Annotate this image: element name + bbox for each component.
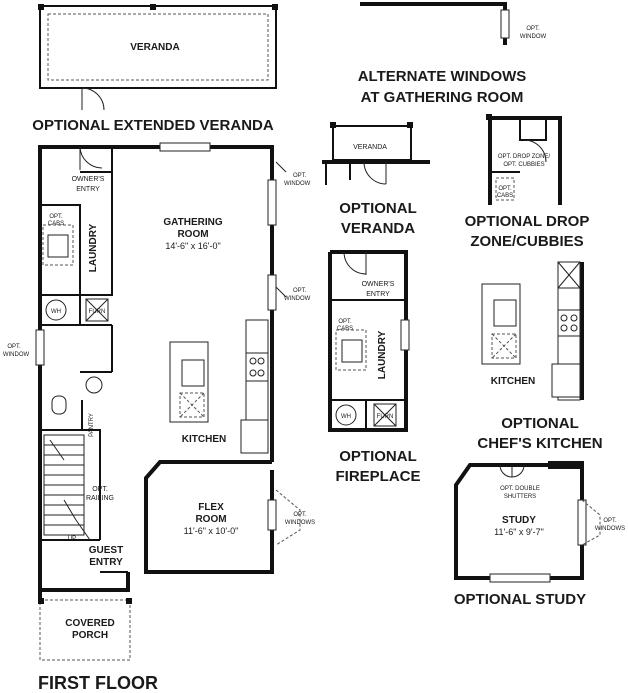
optional-veranda-title-2: VERANDA — [341, 220, 415, 237]
fireplace-opt-cabs-2: CABS — [337, 326, 353, 332]
guest-entry-label-2: ENTRY — [89, 557, 123, 568]
extended-veranda-plan: VERANDA — [38, 4, 278, 111]
owners-entry-label: OWNER'S — [72, 176, 105, 183]
door-swing-icon — [81, 87, 105, 111]
optional-drop-zone-title-2: ZONE/CUBBIES — [470, 233, 583, 250]
up-label: UP — [68, 536, 76, 542]
opt-window-label-1: OPT. — [293, 173, 307, 179]
gathering-room-label-2: ROOM — [177, 229, 208, 240]
flex-room-label: FLEX — [198, 502, 224, 513]
chefs-kitchen-plan — [481, 261, 584, 401]
optional-study-title: OPTIONAL STUDY — [454, 591, 586, 608]
covered-porch-label: COVERED — [65, 618, 114, 629]
svg-text:OPT.: OPT. — [526, 26, 540, 32]
svg-text:WINDOW: WINDOW — [520, 34, 547, 40]
optional-fireplace-plan — [328, 250, 410, 432]
staircase-icon — [43, 434, 91, 541]
furnace-label: FURN — [89, 309, 106, 315]
fireplace-owners-entry: OWNER'S — [362, 281, 395, 288]
study-dimensions: 11'-6" x 9'-7" — [494, 527, 544, 537]
double-shutters-label: OPT. DOUBLE — [500, 486, 540, 492]
optional-veranda-title: OPTIONAL — [339, 200, 417, 217]
first-floor-plan — [35, 142, 301, 661]
opt-railing-label: OPT. — [92, 486, 108, 493]
opt-railing-label-2: RAILING — [86, 495, 114, 502]
opt-window-label-3: OPT. — [7, 344, 21, 350]
study-opt-windows-2: WINDOWS — [595, 526, 625, 532]
veranda-top-label: VERANDA — [130, 42, 179, 53]
first-floor-title: FIRST FLOOR — [38, 673, 158, 693]
opt-window-label-3b: WINDOW — [3, 352, 30, 358]
flex-room-label-2: ROOM — [195, 514, 226, 525]
double-shutters-label-2: SHUTTERS — [504, 494, 536, 500]
opt-windows-label: OPT. — [293, 512, 307, 518]
drop-zone-label-2: OPT. CUBBIES — [503, 162, 544, 168]
drop-zone-opt-cabs: OPT. — [498, 186, 512, 192]
fireplace-laundry: LAUNDRY — [377, 330, 388, 379]
veranda-small-label: VERANDA — [353, 144, 387, 151]
covered-porch-label-2: PORCH — [72, 630, 108, 641]
water-heater-label: WH — [51, 309, 61, 315]
fireplace-owners-entry-2: ENTRY — [366, 291, 390, 298]
flex-room-dimensions: 11'-6" x 10'-0" — [184, 526, 239, 536]
study-plan — [454, 461, 601, 583]
optional-veranda-plan — [322, 122, 430, 185]
optional-extended-veranda-title: OPTIONAL EXTENDED VERANDA — [32, 117, 274, 134]
opt-cabs-label: OPT. — [49, 214, 63, 220]
study-opt-windows: OPT. — [603, 518, 617, 524]
alternate-windows-plan: OPT. WINDOW — [360, 2, 547, 45]
owners-entry-label-2: ENTRY — [76, 186, 100, 193]
study-label: STUDY — [502, 515, 536, 526]
drop-zone-label: OPT. DROP ZONE/ — [498, 154, 551, 160]
opt-cabs-label-2: CABS — [48, 221, 64, 227]
pantry-label: PANTRY — [89, 413, 95, 437]
optional-drop-zone-title: OPTIONAL DROP — [465, 213, 590, 230]
optional-chefs-kitchen-title: OPTIONAL — [501, 415, 579, 432]
gathering-room-label: GATHERING — [163, 217, 222, 228]
fireplace-opt-cabs: OPT. — [338, 319, 352, 325]
optional-chefs-kitchen-title-2: CHEF'S KITCHEN — [477, 435, 602, 452]
opt-window-label-2: OPT. — [293, 288, 307, 294]
optional-fireplace-title-2: FIREPLACE — [335, 468, 420, 485]
fireplace-furn: FURN — [377, 414, 394, 420]
alternate-windows-title: ALTERNATE WINDOWS — [358, 68, 527, 85]
opt-windows-label-2: WINDOWS — [285, 520, 315, 526]
drop-zone-plan — [486, 114, 562, 205]
at-gathering-room-title: AT GATHERING ROOM — [361, 89, 524, 106]
chefs-kitchen-label: KITCHEN — [491, 376, 535, 387]
opt-window-label-1b: WINDOW — [284, 181, 311, 187]
opt-window-label-2b: WINDOW — [284, 296, 311, 302]
laundry-label: LAUNDRY — [88, 223, 99, 272]
optional-fireplace-title: OPTIONAL — [339, 448, 417, 465]
drop-zone-opt-cabs-2: CABS — [497, 193, 513, 199]
gathering-room-dimensions: 14'-6" x 16'-0" — [165, 241, 220, 251]
guest-entry-label: GUEST — [89, 545, 123, 556]
fireplace-wh: WH — [341, 414, 351, 420]
kitchen-label: KITCHEN — [182, 434, 226, 445]
